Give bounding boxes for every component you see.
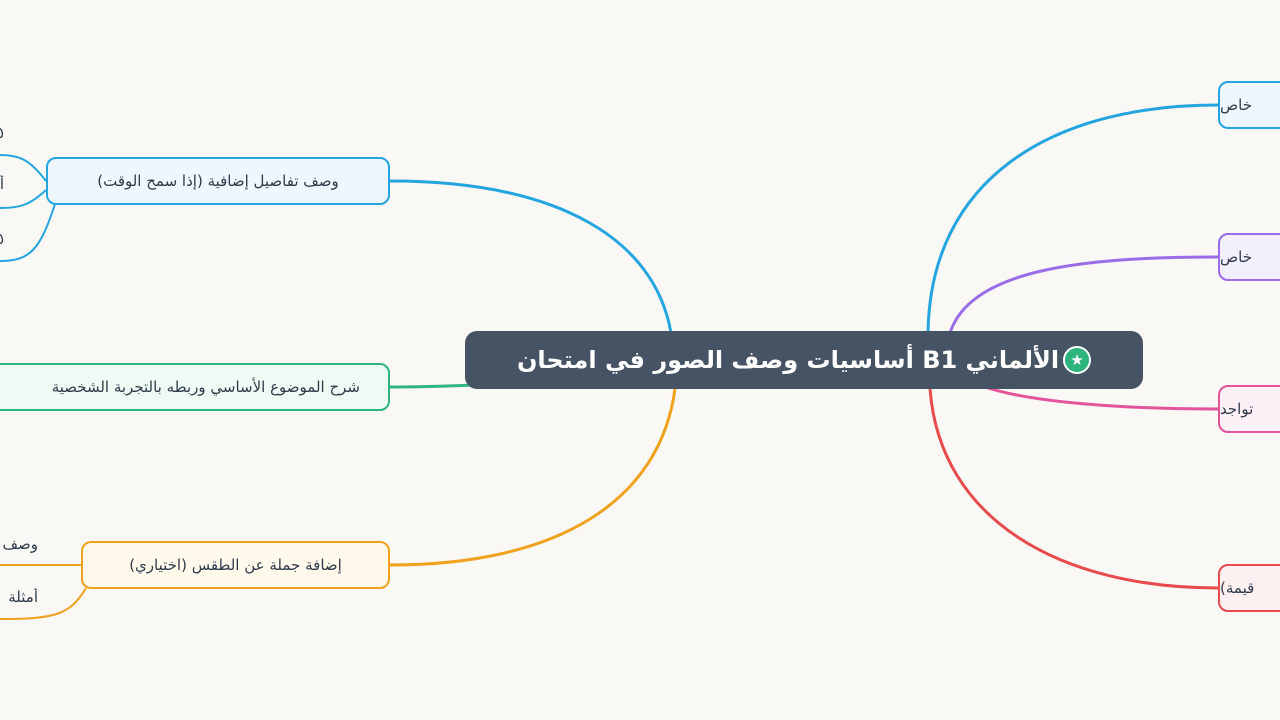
branch-label: خاص xyxy=(1220,248,1252,266)
branch-node-extra-details[interactable]: وصف تفاصيل إضافية (إذا سمح الوقت) xyxy=(46,157,390,205)
branch-node-weather[interactable]: إضافة جملة عن الطقس (اختياري) xyxy=(81,541,390,589)
edge-left-1 xyxy=(389,179,673,334)
branch-node-right-3[interactable]: تواجد xyxy=(1218,385,1280,433)
branch-label: إضافة جملة عن الطقس (اختياري) xyxy=(129,556,342,574)
edge-right-4 xyxy=(928,388,1219,590)
edge-sub-1c xyxy=(0,203,56,262)
edge-left-2 xyxy=(389,383,476,389)
root-topic-node[interactable]: ★ الألماني B1 أساسيات وصف الصور في امتحا… xyxy=(465,331,1143,389)
branch-label: شرح الموضوع الأساسي وربطه بالتجربة الشخص… xyxy=(51,378,360,396)
edge-right-3 xyxy=(984,385,1219,411)
star-badge-icon: ★ xyxy=(1063,346,1092,374)
edge-sub-1a xyxy=(0,154,47,182)
sub-item[interactable]: ٥ xyxy=(0,124,4,142)
branch-node-right-4[interactable]: قيمة) xyxy=(1218,564,1280,612)
sub-item[interactable]: أمثلة xyxy=(8,588,38,606)
branch-label: قيمة) xyxy=(1220,579,1255,597)
edge-left-3 xyxy=(389,388,677,567)
sub-item[interactable]: ٥ xyxy=(0,230,4,248)
branch-label: تواجد xyxy=(1220,400,1254,418)
root-topic-label: الألماني B1 أساسيات وصف الصور في امتحان xyxy=(516,346,1060,374)
sub-item[interactable]: أ xyxy=(0,175,4,193)
branch-node-right-2[interactable]: خاص xyxy=(1218,233,1280,281)
sub-item[interactable]: وصف xyxy=(2,535,38,553)
edge-sub-1b xyxy=(0,189,47,209)
branch-node-right-1[interactable]: خاص xyxy=(1218,81,1280,129)
branch-label: خاص xyxy=(1220,96,1252,114)
branch-node-main-topic[interactable]: شرح الموضوع الأساسي وربطه بالتجربة الشخص… xyxy=(0,363,390,411)
branch-label: وصف تفاصيل إضافية (إذا سمح الوقت) xyxy=(97,172,339,190)
edge-sub-3b xyxy=(0,587,87,620)
edge-right-1 xyxy=(926,103,1219,334)
edge-right-2 xyxy=(948,255,1219,334)
